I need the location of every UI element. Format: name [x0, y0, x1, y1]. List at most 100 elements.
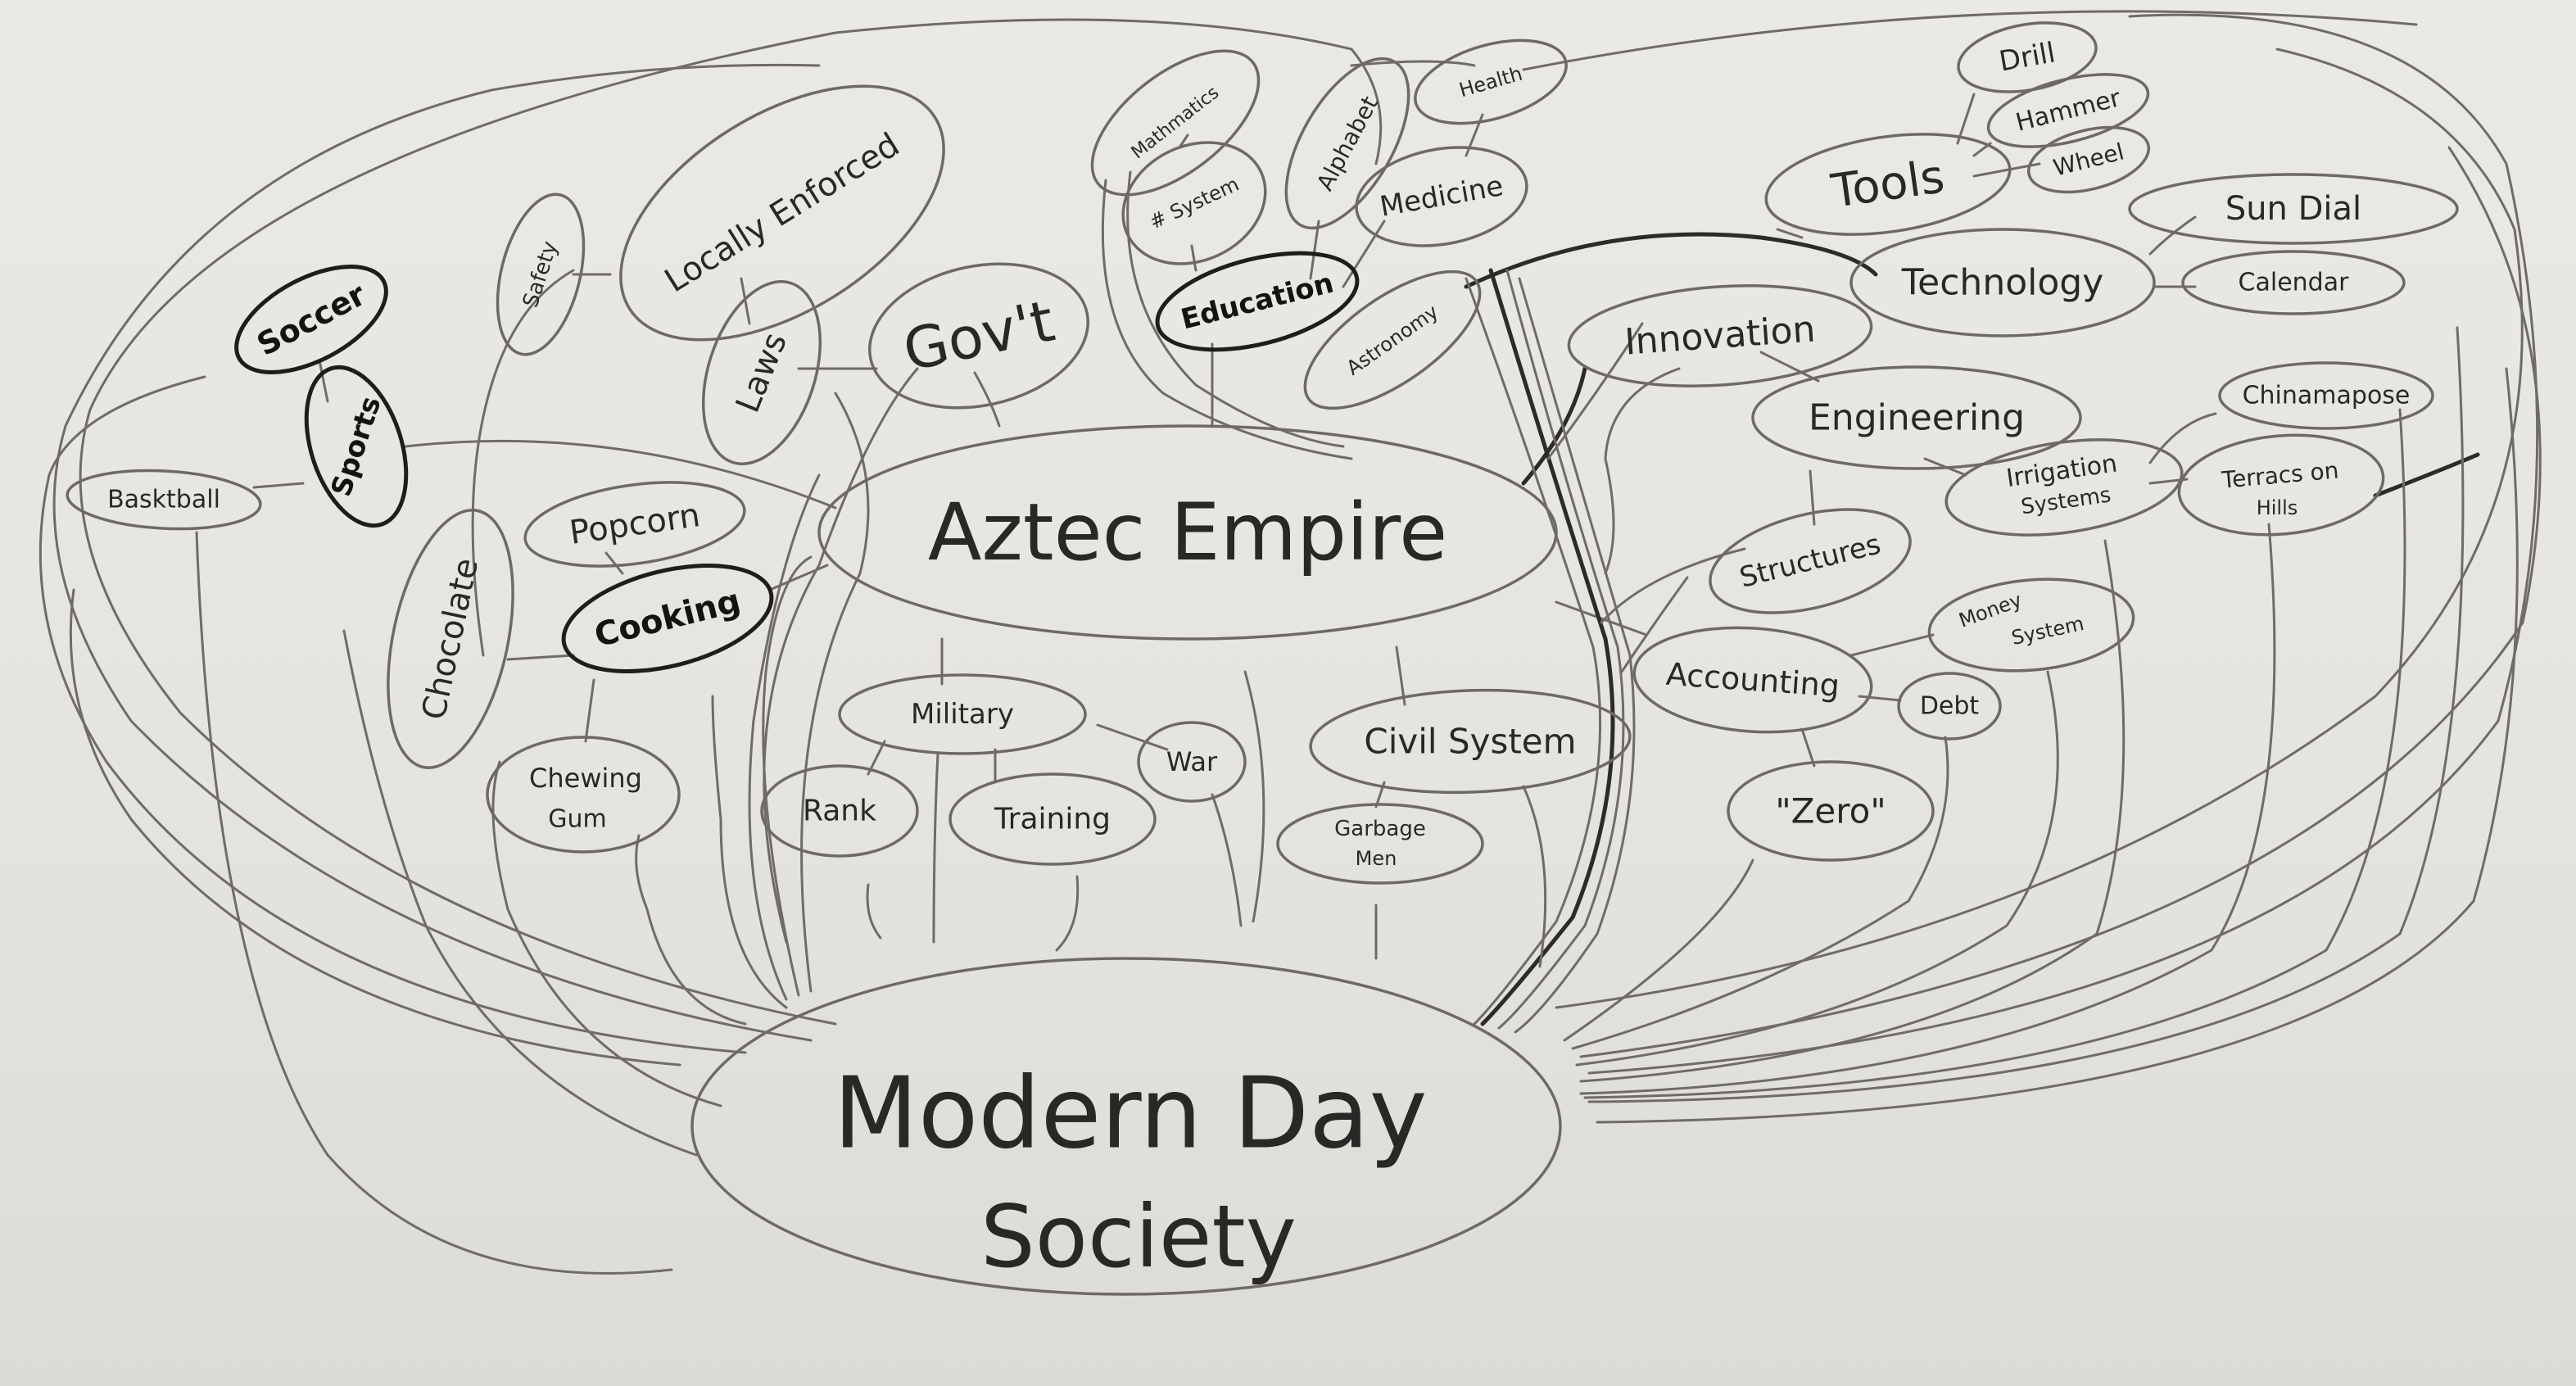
- laws-oval: [701, 280, 822, 465]
- sports-label: Sports: [325, 392, 388, 500]
- engineering-oval: [1751, 365, 2082, 470]
- engineering-label: Engineering: [1809, 397, 2025, 439]
- edge-accounting-debt: [1858, 695, 1902, 702]
- edge-military-war: [1096, 723, 1169, 751]
- trunk-branch-c: [1620, 576, 1689, 673]
- nodes: [66, 21, 2459, 1296]
- mathematics-label: Mathmatics: [1128, 83, 1223, 164]
- arc-left-9: [711, 695, 788, 1009]
- arc-left-11: [762, 555, 813, 997]
- technology-label: Technology: [1901, 262, 2103, 304]
- laws-label: Laws: [729, 328, 795, 418]
- arc-left-4: [69, 588, 681, 1067]
- edge-engineering-structures: [1809, 469, 1816, 526]
- tools-label: Tools: [1827, 150, 1948, 219]
- edu-curve-1: [1126, 170, 1345, 448]
- sun-dial-oval: [2128, 173, 2459, 245]
- arc-right-11: [1555, 48, 2524, 1009]
- money-system-oval: [1927, 578, 2135, 673]
- arc-right-8: [1596, 367, 2519, 1124]
- number-system-label: # System: [1146, 173, 1243, 234]
- edge-accounting-money: [1849, 633, 1935, 657]
- govt-label: Gov't: [898, 288, 1060, 385]
- hammer-oval: [1986, 73, 2150, 148]
- edge-empire-govt: [973, 371, 1001, 428]
- calendar-label: Calendar: [2239, 269, 2350, 297]
- edge-accounting-zero: [1800, 727, 1816, 768]
- accounting-oval: [1632, 626, 1873, 734]
- safety-label: Safety: [518, 238, 563, 310]
- men-label: Men: [1356, 847, 1397, 870]
- chocolate-label: Chocolate: [415, 555, 487, 722]
- modern-day-oval: [690, 957, 1562, 1296]
- soccer-label: Soccer: [251, 276, 372, 363]
- cooking-label: Cooking: [591, 582, 744, 655]
- edge-irrigation-chinamapose: [2148, 412, 2217, 464]
- military-oval: [838, 673, 1087, 755]
- edge-empire-civil: [1395, 645, 1406, 706]
- edge-empire-accounting: [1555, 600, 1648, 636]
- garbage-men-oval: [1276, 803, 1484, 885]
- terraces-label: Terracs on: [2220, 456, 2339, 493]
- arc-mid-3: [1055, 875, 1080, 952]
- training-label: Training: [994, 803, 1111, 836]
- arc-left-3: [38, 375, 747, 1054]
- arc-left-14: [471, 269, 575, 657]
- edge-sports-basket: [252, 482, 305, 489]
- civil-system-oval: [1309, 688, 1632, 795]
- edge-empire-sports: [404, 439, 837, 510]
- edge-education-alpha: [1309, 220, 1320, 280]
- edge-education-medicine: [1342, 220, 1386, 288]
- arc-mid-4: [1211, 793, 1243, 927]
- terraces-hills-label: Hills: [2257, 496, 2298, 519]
- accounting-label: Accounting: [1665, 656, 1841, 704]
- soccer-oval: [234, 265, 388, 374]
- arc-right-5: [1579, 523, 2276, 1095]
- chinamapose-label: Chinamapose: [2243, 382, 2411, 410]
- debt-label: Debt: [1920, 692, 1980, 721]
- cooking-oval: [561, 564, 774, 673]
- drill-label: Drill: [1997, 36, 2058, 78]
- society-label: Society: [980, 1187, 1297, 1287]
- arc-left-2: [52, 63, 821, 1042]
- number-system-oval: [1121, 141, 1267, 265]
- medicine-oval: [1355, 146, 1528, 247]
- war-oval: [1137, 721, 1247, 803]
- edge-cooking-popcorn: [604, 551, 624, 575]
- chocolate-oval: [387, 509, 514, 769]
- edge-tools-drill: [1956, 93, 1976, 145]
- arc-left-7: [491, 760, 722, 1107]
- money-system-label: System: [2009, 612, 2085, 650]
- edge-sports-soccer: [318, 359, 329, 403]
- gum-label: Gum: [548, 805, 606, 834]
- zero-oval: [1727, 760, 1935, 862]
- edge-education-numsys: [1190, 244, 1197, 272]
- popcorn-oval: [523, 481, 746, 568]
- edge-cooking-gum: [584, 678, 595, 743]
- popcorn-label: Popcorn: [568, 496, 703, 552]
- edge-technology-sundial: [2148, 215, 2197, 256]
- arc-mid-5: [1243, 670, 1265, 923]
- arc-right-10: [1579, 146, 2542, 1058]
- top-curve-1: [1522, 10, 2418, 71]
- sports-oval: [304, 365, 409, 528]
- zero-label: "Zero": [1775, 791, 1886, 831]
- edge-astronomy-technology: [1464, 232, 1878, 289]
- locally-enforced-label: Locally Enforced: [659, 126, 906, 301]
- basketball-label: Basktball: [107, 486, 220, 514]
- edge-laws-locally: [740, 277, 751, 325]
- military-label: Military: [911, 698, 1014, 731]
- training-oval: [948, 772, 1157, 866]
- astronomy-oval: [1303, 270, 1482, 410]
- chinamapose-oval: [2218, 361, 2434, 430]
- education-oval: [1155, 251, 1360, 352]
- arc-mid-2: [932, 752, 939, 944]
- war-label: War: [1166, 746, 1218, 777]
- mathematics-oval: [1090, 49, 1261, 197]
- arc-left-5: [195, 531, 673, 1275]
- alphabet-label: Alphabet: [1311, 92, 1383, 195]
- structures-oval: [1709, 508, 1912, 614]
- connectors: [38, 10, 2542, 1275]
